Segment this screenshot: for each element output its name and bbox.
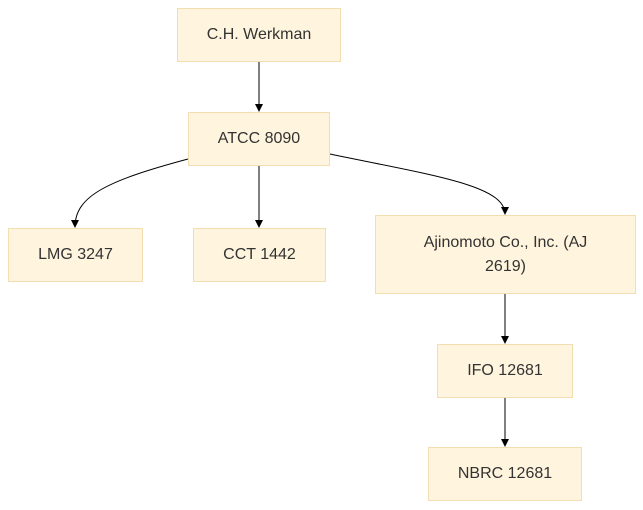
node-cct-1442-label: CCT 1442	[223, 246, 296, 263]
node-cct-1442: CCT 1442	[193, 228, 326, 282]
node-ifo-12681-label: IFO 12681	[467, 362, 543, 379]
node-werkman: C.H. Werkman	[177, 8, 341, 62]
node-ajinomoto-label: Ajinomoto Co., Inc. (AJ 2619)	[423, 233, 588, 275]
node-nbrc-12681-label: NBRC 12681	[457, 465, 553, 482]
node-werkman-label: C.H. Werkman	[206, 26, 312, 43]
edge-atcc-lmg	[71, 158, 189, 228]
node-lmg-3247-label: LMG 3247	[38, 246, 113, 263]
edge-atcc-ajinomoto	[329, 153, 509, 215]
node-atcc-8090-label: ATCC 8090	[217, 130, 301, 147]
node-ajinomoto: Ajinomoto Co., Inc. (AJ 2619)	[375, 215, 636, 294]
node-atcc-8090: ATCC 8090	[188, 112, 330, 166]
node-nbrc-12681: NBRC 12681	[428, 447, 582, 501]
node-lmg-3247: LMG 3247	[8, 228, 143, 282]
node-ifo-12681: IFO 12681	[437, 344, 573, 398]
